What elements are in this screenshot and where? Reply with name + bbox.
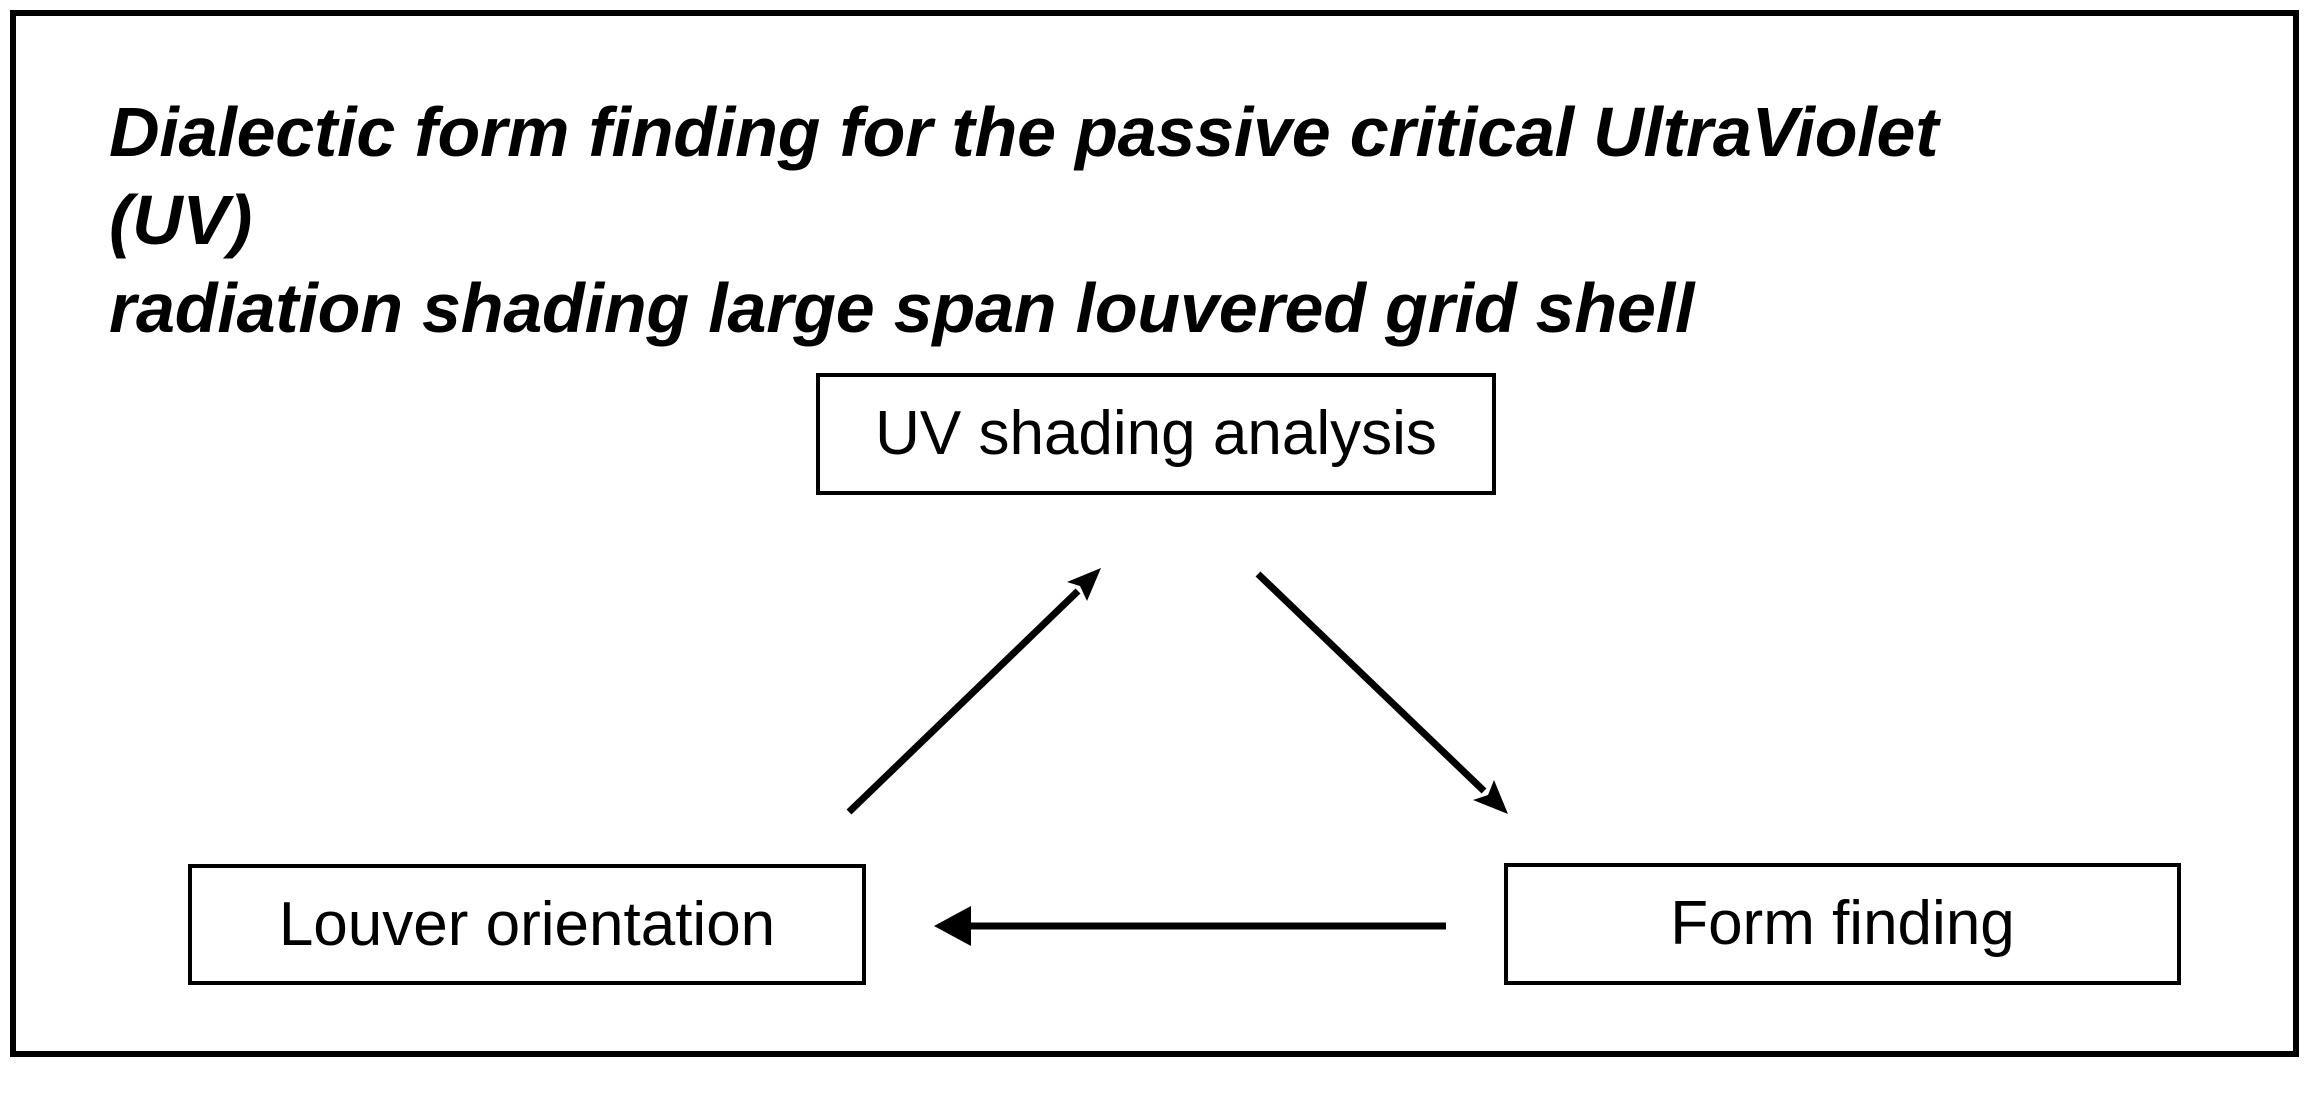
node-form-finding-label: Form finding [1670, 889, 2015, 958]
node-louver-orientation-label: Louver orientation [278, 889, 776, 959]
edge-uv-to-form [1255, 571, 1508, 814]
edge-uv-to-form-arrowhead [1473, 780, 1508, 814]
node-uv-shading-analysis[interactable]: UV shading analysis [816, 373, 1496, 495]
edge-form-to-louver [934, 906, 1446, 946]
node-louver-orientation[interactable]: Louver orientation [188, 864, 866, 985]
edge-louver-to-uv [846, 568, 1101, 815]
node-form-finding[interactable]: Form finding [1504, 863, 2181, 985]
edge-louver-to-uv-arrowhead [1067, 568, 1101, 601]
edge-form-to-louver-arrowhead [934, 906, 971, 946]
edge-uv-to-form-line [1255, 571, 1487, 794]
figure-frame: Dialectic form finding for the passive c… [10, 10, 2299, 1057]
figure-title: Dialectic form finding for the passive c… [109, 93, 1939, 347]
node-uv-shading-analysis-label: UV shading analysis [875, 399, 1437, 468]
edge-louver-to-uv-line [846, 588, 1081, 815]
